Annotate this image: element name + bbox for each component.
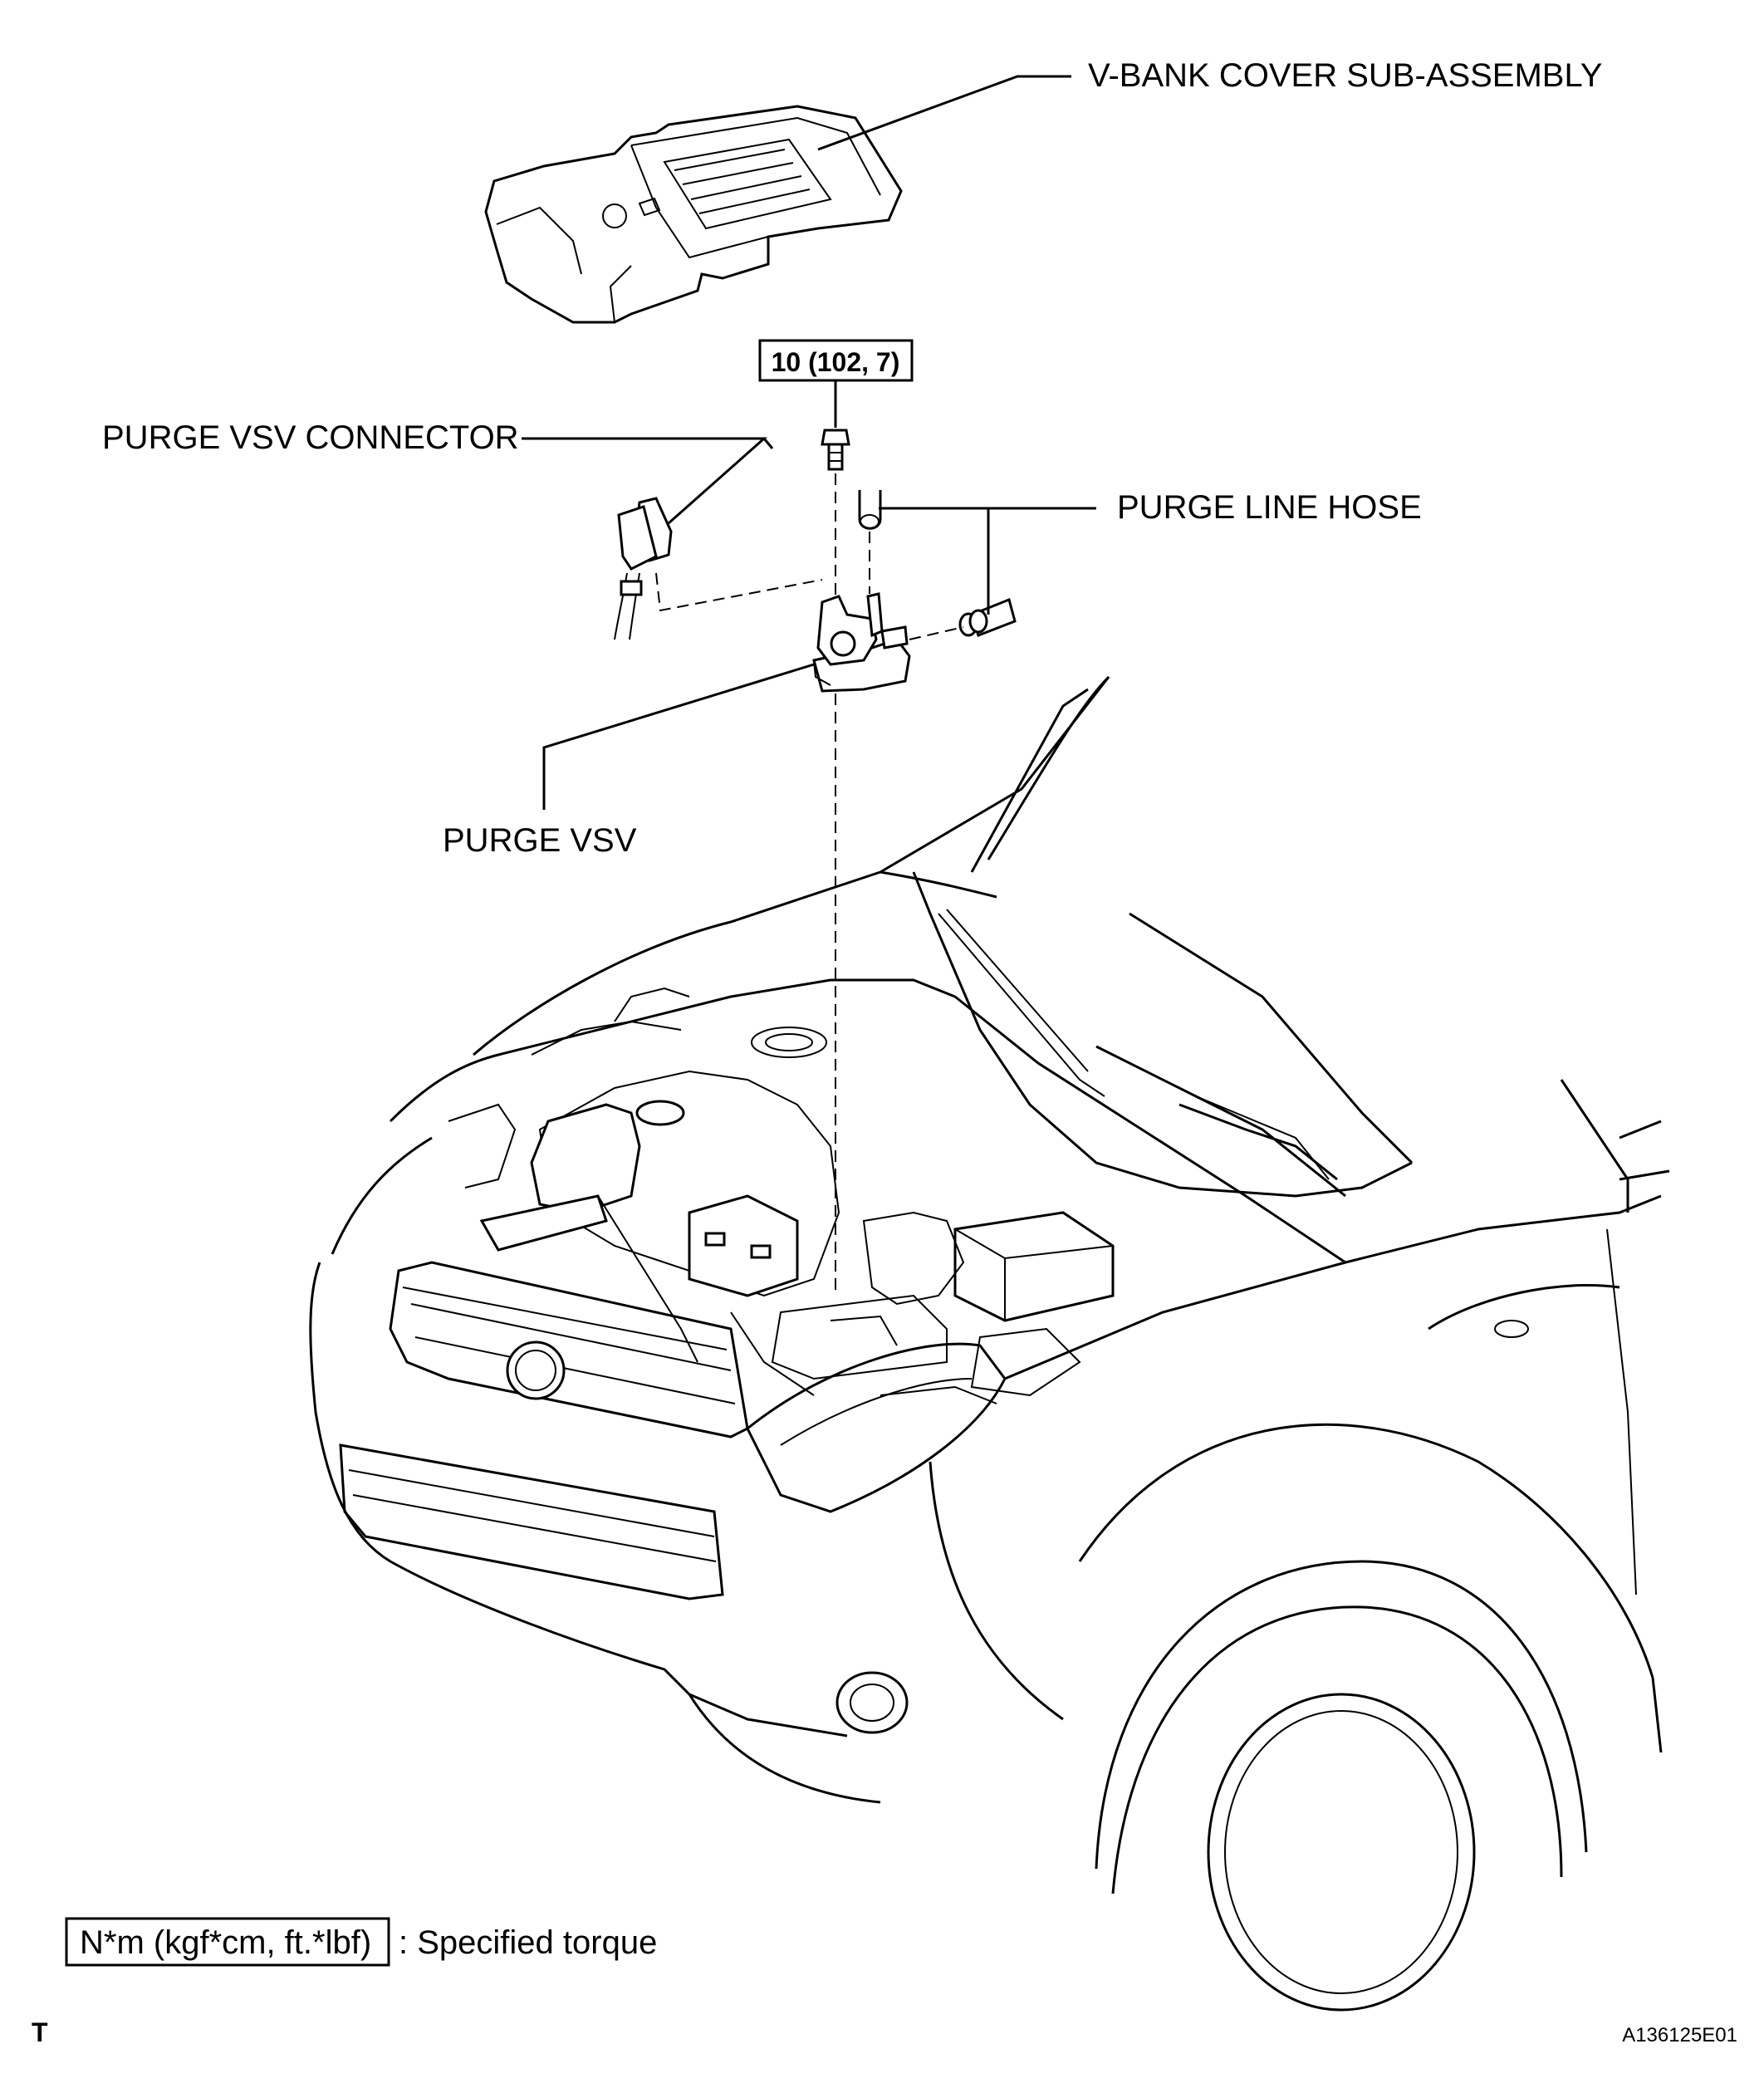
legend-units: N*m (kgf*cm, ft.*lbf) [80, 1924, 371, 1961]
bolt-illustration [821, 429, 850, 471]
label-purge-vsv: PURGE VSV [443, 822, 637, 859]
v-bank-cover-illustration [484, 105, 903, 324]
legend-description: : Specified torque [399, 1924, 657, 1961]
figure-id: A136125E01 [1622, 2024, 1737, 2046]
label-v-bank-cover: V-BANK COVER SUB-ASSEMBLY [1088, 57, 1602, 94]
label-purge-line-hose: PURGE LINE HOSE [1117, 489, 1422, 526]
label-purge-vsv-connector: PURGE VSV CONNECTOR [102, 419, 519, 456]
assembly-guide-lines [655, 473, 964, 1296]
purge-line-hose-illustration [858, 490, 1017, 637]
footer-code: T [32, 2017, 48, 2047]
vehicle-illustration [309, 675, 1670, 2012]
torque-callout: 10 (102, 7) [758, 339, 914, 428]
legend: N*m (kgf*cm, ft.*lbf) : Specified torque [65, 1917, 657, 1967]
leader-lines [522, 75, 1096, 810]
purge-vsv-connector-illustration [614, 497, 673, 640]
purge-vsv-illustration [812, 592, 911, 693]
torque-value: 10 (102, 7) [772, 347, 900, 377]
